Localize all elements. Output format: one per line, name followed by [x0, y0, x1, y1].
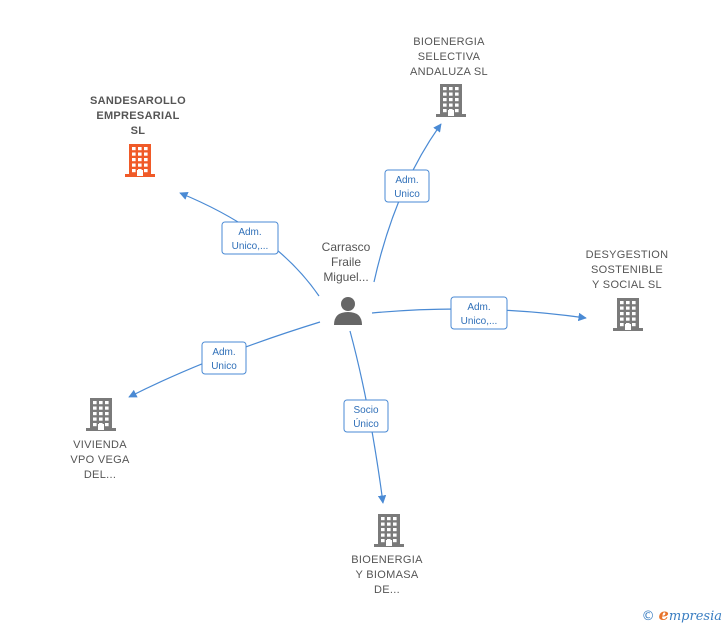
edge-role-label: Adm.Unico,... — [232, 227, 269, 252]
building-icon — [436, 84, 466, 117]
edge-desygestion: Adm.Unico,... — [371, 296, 587, 330]
building-icon — [125, 144, 155, 177]
building-icon — [613, 298, 643, 331]
edge-role-label: Adm.Unico — [394, 175, 420, 200]
building-icon — [374, 514, 404, 547]
edge-role-label: Adm.Unico — [211, 347, 237, 372]
building-icon — [86, 398, 116, 431]
edges-layer: Adm.Unico,...Adm.UnicoAdm.Unico,...Adm.U… — [128, 123, 587, 504]
brand-e-letter: e — [658, 605, 669, 624]
person-icon — [334, 297, 362, 325]
edge-bioenergia-selectiva: Adm.Unico — [373, 123, 442, 283]
edge-role-badge[interactable]: Adm.Unico,... — [450, 296, 508, 330]
edge-role-label: Adm.Unico,... — [461, 302, 498, 327]
edge-role-badge[interactable]: Adm.Unico — [384, 169, 430, 203]
edge-line — [373, 123, 442, 283]
edge-vivienda-vpo: Adm.Unico — [128, 321, 321, 398]
brand-logo: ©empresia — [642, 605, 722, 624]
brand-name-rest: mpresia — [668, 609, 722, 624]
copyright-symbol: © — [641, 609, 655, 624]
edge-role-badge[interactable]: Adm.Unico — [201, 341, 247, 375]
edge-role-badge[interactable]: Adm.Unico,... — [221, 221, 279, 255]
edge-sandesarollo: Adm.Unico,... — [179, 191, 320, 297]
